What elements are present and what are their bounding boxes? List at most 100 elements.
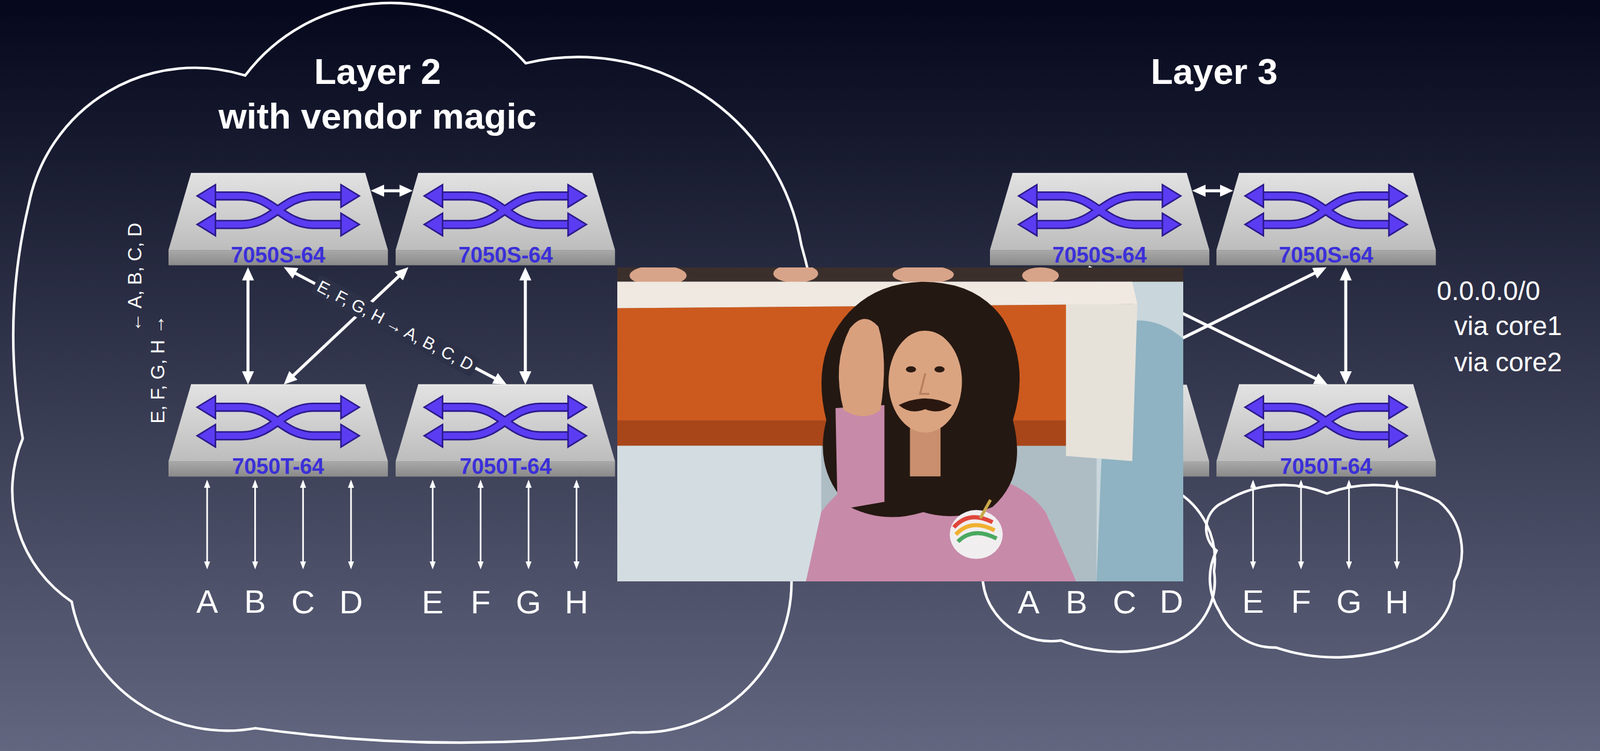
switch-arrowhead [424, 395, 443, 418]
host-link [1300, 482, 1303, 568]
switch-model: 7050T-64 [231, 455, 324, 478]
photo-eye [906, 366, 917, 373]
photo-sleeve [835, 405, 885, 511]
route-label: 0.0.0.0/0 [1436, 275, 1541, 307]
photo-desk-side [1066, 304, 1138, 462]
host-letter: H [564, 583, 589, 621]
cloud-outline [1206, 485, 1462, 658]
host-letter: A [196, 583, 219, 621]
layer2-cloud: 7050S-647050S-647050T-647050T-64Layer 2w… [8, 0, 826, 751]
switch-top [989, 173, 1210, 251]
switch-arrowhead [340, 213, 359, 236]
path-label: ← A, B, C, D [123, 222, 147, 333]
host-letter: F [470, 583, 491, 621]
host-link [431, 482, 434, 568]
switch-top [395, 384, 615, 462]
spine-switch: 7050S-64 [395, 171, 615, 268]
switch-arrowhead [340, 184, 359, 208]
switch-arrowhead [424, 213, 443, 236]
link-arrow [1344, 272, 1348, 380]
photo-raised-hand [838, 318, 885, 417]
switch-arrow [1034, 195, 1165, 225]
link-arrow [375, 189, 409, 193]
switch-arrowhead [1388, 213, 1407, 236]
spine-switch: 7050S-64 [989, 171, 1210, 268]
host-letter: C [291, 583, 315, 621]
spine-switch: 7050S-64 [168, 171, 388, 268]
switch-arrowhead [1388, 424, 1407, 447]
link-arrow [523, 272, 527, 380]
switch-arrow [1261, 195, 1392, 225]
host-letter: B [244, 583, 266, 621]
switch-arrowhead [1162, 213, 1181, 236]
link-label: E, F, G, H → A, B, C, D [310, 274, 481, 377]
host-cloud: ABCD [974, 479, 1219, 649]
switch-arrowhead [424, 184, 443, 208]
switch-edge [190, 384, 366, 386]
switch-arrow [213, 195, 344, 225]
switch-arrow [440, 407, 571, 436]
switch-edge [1012, 172, 1187, 174]
switch-arrowhead [340, 395, 359, 418]
switch-arrowhead [196, 424, 216, 447]
cloud-outline [974, 479, 1219, 649]
host-link [254, 482, 257, 568]
host-letter: C [1112, 583, 1137, 621]
switch-model: 7050T-64 [459, 455, 552, 478]
leaf-switch: 7050T-64 [1216, 382, 1436, 479]
switch-edge [190, 172, 366, 174]
host-letter: G [1336, 583, 1362, 621]
photo-backdrop [617, 267, 1184, 582]
switch-arrow [1261, 195, 1392, 225]
switch-arrowhead [1244, 213, 1263, 236]
cloud-outline [12, 3, 823, 743]
spine-switch: 7050S-64 [1216, 171, 1436, 268]
photo-hand [1021, 267, 1059, 284]
leaf-switch: 7050T-64 [395, 382, 615, 479]
switch-model: 7050T-64 [1279, 455, 1372, 478]
switch-arrow [213, 195, 344, 225]
link-arrow [288, 269, 503, 383]
host-letter: A [1017, 583, 1040, 621]
switch-arrowhead [568, 424, 587, 447]
region-title: Layer 3 [1150, 50, 1278, 93]
host-link [350, 482, 353, 568]
switch-arrow [440, 407, 571, 436]
photo-nose [919, 373, 929, 395]
switch-top [168, 384, 388, 462]
switch-edge [418, 172, 594, 174]
photo-floor [617, 445, 822, 582]
switch-arrow [1261, 407, 1392, 436]
host-letter: G [515, 583, 542, 621]
switch-model: 7050S-64 [1278, 244, 1373, 266]
switch-arrow [440, 195, 571, 225]
photo-horn [980, 500, 991, 519]
switch-arrowhead [1244, 184, 1263, 208]
region-title: Layer 2 [314, 50, 441, 93]
photo-face [888, 330, 963, 434]
switch-arrowhead [1018, 184, 1037, 208]
switch-arrowhead [568, 395, 587, 418]
switch-arrow [1034, 195, 1165, 225]
photo-rainbow [957, 533, 997, 542]
host-link [1348, 482, 1350, 568]
photo-eye [934, 366, 945, 373]
switch-arrowhead [568, 184, 587, 208]
switch-edge [1238, 172, 1414, 174]
switch-arrow [213, 407, 344, 436]
host-link [575, 482, 578, 568]
switch-model: 7050S-64 [1052, 244, 1147, 266]
switch-arrow [1261, 407, 1392, 436]
switch-arrow [440, 407, 571, 436]
photo-hair [821, 282, 1020, 518]
host-link [479, 482, 482, 568]
switch-arrow [440, 195, 571, 225]
switch-arrowhead [1388, 184, 1407, 208]
host-letter: H [1384, 583, 1409, 621]
cloud-outline [982, 475, 1216, 652]
switch-arrow [1034, 195, 1165, 225]
route-label: via core2 [1453, 346, 1562, 378]
switch-arrow [1034, 195, 1165, 225]
switch-arrowhead [196, 213, 216, 236]
